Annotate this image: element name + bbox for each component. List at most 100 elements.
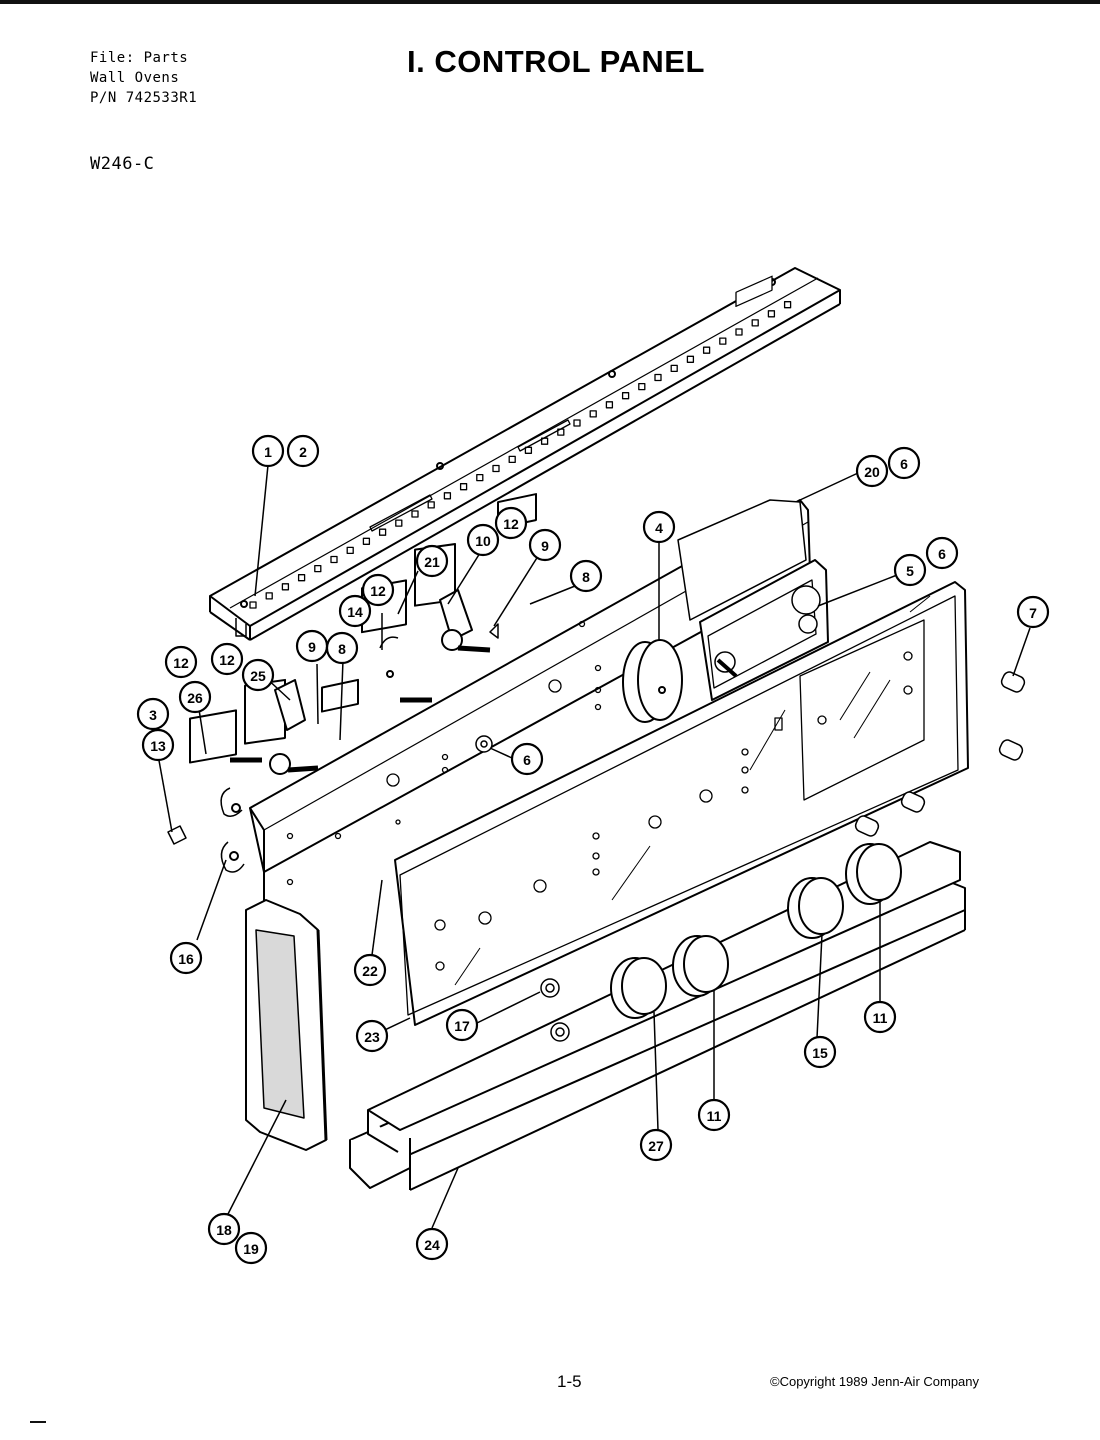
callout-label: 6 — [938, 546, 946, 562]
callout-c6c: 6 — [510, 742, 544, 776]
trim-slot — [783, 301, 792, 309]
callout-label: 12 — [219, 652, 235, 668]
callout-circle — [445, 1008, 479, 1042]
callout-label: 8 — [338, 641, 346, 657]
callout-circle — [325, 631, 359, 665]
trim-slot — [346, 546, 354, 555]
callout-label: 6 — [523, 752, 531, 768]
callout-c11a: 11 — [697, 1098, 731, 1132]
callout-c12d: 12 — [210, 642, 244, 676]
callout-label: 16 — [178, 951, 194, 967]
callout-circle — [210, 642, 244, 676]
trim-slot — [638, 382, 646, 391]
page-title: I. CONTROL PANEL — [407, 44, 705, 79]
top-trim-strip — [209, 267, 841, 641]
clock-timer-module — [699, 275, 829, 701]
callout-c3: 3 — [136, 697, 170, 731]
callout-circle — [803, 1035, 837, 1069]
callout-label: 4 — [655, 520, 663, 536]
trim-slot — [702, 346, 711, 354]
callout-label: 14 — [347, 604, 363, 620]
callout-c12a: 12 — [494, 506, 528, 540]
trim-slot — [605, 401, 614, 409]
callout-circle — [569, 559, 603, 593]
callout-c27: 27 — [639, 1128, 673, 1162]
callout-label: 3 — [149, 707, 157, 723]
trim-slot — [362, 537, 371, 545]
trim-slot — [395, 519, 403, 527]
trim-slot — [621, 392, 630, 400]
trim-slot — [378, 528, 387, 536]
callout-circle — [136, 697, 170, 731]
callout-circle — [893, 553, 927, 587]
callout-c25: 25 — [241, 658, 275, 692]
callout-label: 5 — [906, 563, 914, 579]
callout-circle — [528, 528, 562, 562]
callout-circle — [286, 434, 320, 468]
callout-circle — [234, 1231, 268, 1265]
trim-slot — [314, 564, 322, 573]
trim-slot — [297, 574, 306, 582]
callout-label: 6 — [900, 456, 908, 472]
trim-slot — [476, 473, 484, 482]
callout-c12c: 12 — [164, 645, 198, 679]
callout-circle — [169, 941, 203, 975]
callout-label: 18 — [216, 1222, 232, 1238]
callout-c6a: 6 — [887, 446, 921, 480]
callout-label: 12 — [173, 655, 189, 671]
callout-c26: 26 — [178, 680, 212, 714]
callout-circle — [1016, 595, 1050, 629]
callout-label: 15 — [812, 1045, 828, 1061]
callout-c23: 23 — [355, 1019, 389, 1053]
callout-circle — [355, 1019, 389, 1053]
callout-c10: 10 — [466, 523, 500, 557]
callout-label: 24 — [424, 1237, 440, 1253]
callout-label: 13 — [150, 738, 166, 754]
callout-c13: 13 — [141, 728, 175, 762]
callout-c18: 18 — [207, 1212, 241, 1246]
trim-slot — [524, 446, 533, 454]
copyright-notice: ©Copyright 1989 Jenn-Air Company — [770, 1374, 980, 1389]
callout-c20: 20 — [855, 454, 889, 488]
callout-c6b: 6 — [925, 536, 959, 570]
page-margin-mark — [30, 1421, 46, 1423]
trim-slot — [573, 419, 581, 427]
callout-label: 22 — [362, 963, 378, 979]
callout-c8b: 8 — [325, 631, 359, 665]
callout-circle — [466, 523, 500, 557]
callout-label: 7 — [1029, 605, 1037, 621]
part-number-line: P/N 742533R1 — [90, 90, 198, 106]
callout-circle — [178, 680, 212, 714]
callout-circle — [855, 454, 889, 488]
glass-control-panel — [394, 581, 969, 1026]
callout-c17: 17 — [445, 1008, 479, 1042]
callout-circle — [415, 544, 449, 578]
trim-slot — [670, 364, 678, 373]
control-knobs — [610, 843, 902, 1019]
callout-c24: 24 — [415, 1227, 449, 1261]
callout-c9b: 9 — [295, 629, 329, 663]
callout-circle — [494, 506, 528, 540]
trim-slot — [249, 601, 257, 609]
callout-label: 9 — [308, 639, 316, 655]
callout-c8a: 8 — [569, 559, 603, 593]
trim-slot — [719, 337, 727, 345]
callout-label: 9 — [541, 538, 549, 554]
document-info: File: Parts Wall Ovens P/N 742533R1 — [90, 48, 197, 108]
trim-slot — [443, 492, 452, 500]
callout-c19: 19 — [234, 1231, 268, 1265]
callout-c4: 4 — [642, 510, 676, 544]
callout-label: 11 — [873, 1010, 888, 1026]
callout-circle — [353, 953, 387, 987]
callout-label: 12 — [503, 516, 519, 532]
trim-slot — [589, 410, 597, 418]
trim-slot — [492, 464, 500, 473]
trim-slot — [459, 483, 468, 491]
callout-circle — [415, 1227, 449, 1261]
end-cap-lens — [245, 899, 328, 1151]
callout-c5: 5 — [893, 553, 927, 587]
callout-label: 19 — [243, 1241, 259, 1257]
callout-circle — [241, 658, 275, 692]
